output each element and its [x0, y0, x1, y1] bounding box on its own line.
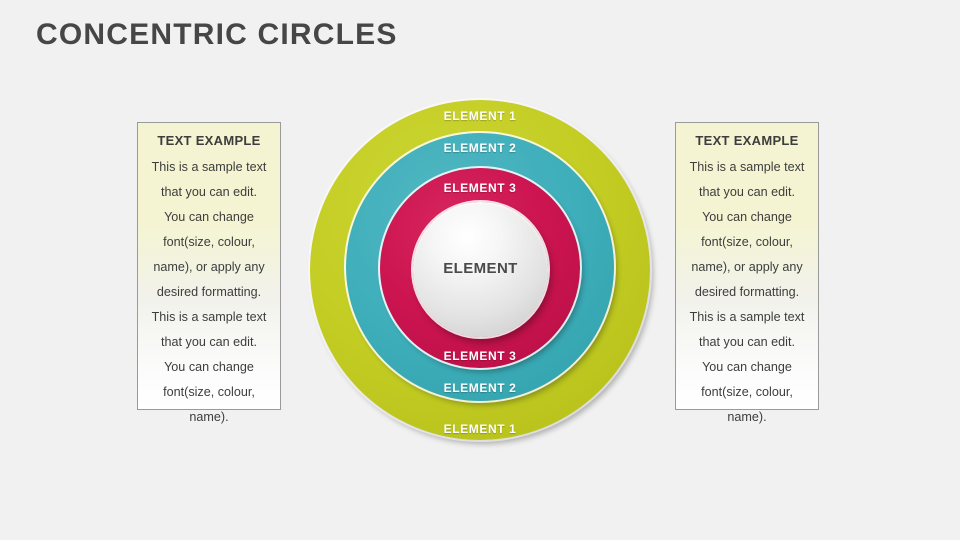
ring-label-bottom-element-3: ELEMENT 3 — [443, 349, 517, 363]
text-panel-right-body: This is a sample text that you can edit.… — [689, 160, 805, 424]
ring-label-bottom-element-2: ELEMENT 2 — [443, 381, 517, 395]
ring-label-center: ELEMENT — [443, 260, 518, 277]
page-title: CONCENTRIC CIRCLES — [36, 18, 398, 51]
text-panel-left-body: This is a sample text that you can edit.… — [151, 160, 267, 424]
ring-label-top-element-3: ELEMENT 3 — [443, 181, 517, 195]
ring-label-bottom-element-1: ELEMENT 1 — [443, 422, 517, 436]
text-panel-right[interactable]: TEXT EXAMPLE This is a sample text that … — [675, 122, 819, 424]
text-panel-left-heading: TEXT EXAMPLE — [157, 133, 261, 148]
text-panel-right-heading: TEXT EXAMPLE — [695, 133, 799, 148]
concentric-circles-diagram: ELEMENT 1 ELEMENT 2 ELEMENT 3 ELEMENT EL… — [308, 98, 652, 442]
ring-label-top-element-2: ELEMENT 2 — [443, 141, 517, 155]
ring-label-top-element-1: ELEMENT 1 — [443, 109, 517, 123]
text-panel-left[interactable]: TEXT EXAMPLE This is a sample text that … — [137, 122, 281, 424]
